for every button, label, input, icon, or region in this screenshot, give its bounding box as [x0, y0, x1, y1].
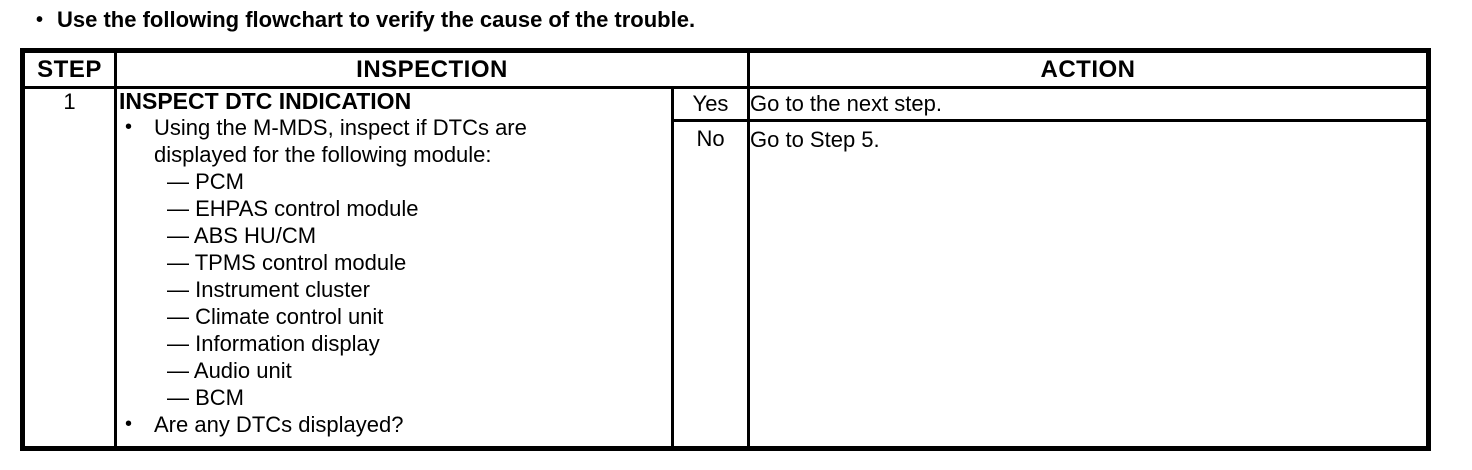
- header-inspection: INSPECTION: [114, 49, 750, 89]
- module-item: — EHPAS control module: [167, 196, 419, 221]
- bullet-item-text: Using the M-MDS, inspect if DTCs are dis…: [154, 115, 527, 167]
- header-step: STEP: [21, 49, 117, 89]
- inspection-question-item: • Are any DTCs displayed?: [117, 411, 671, 438]
- module-item: — Climate control unit: [167, 304, 384, 329]
- action-no-cell: Go to Step 5.: [747, 119, 1430, 450]
- inspection-cell: INSPECT DTC INDICATION • Using the M-MDS…: [114, 86, 674, 450]
- inspection-bullet-item: • Using the M-MDS, inspect if DTCs are d…: [117, 114, 671, 168]
- bullet-icon: •: [125, 116, 133, 138]
- bullet-icon: •: [36, 9, 44, 31]
- module-item: — Instrument cluster: [167, 277, 370, 302]
- module-item: — Information display: [167, 331, 380, 356]
- intro-line: • Use the following flowchart to verify …: [36, 6, 695, 34]
- inspection-title: INSPECT DTC INDICATION: [119, 88, 412, 114]
- module-item: — ABS HU/CM: [167, 223, 317, 248]
- module-list: — PCM — EHPAS control module — ABS HU/CM…: [117, 168, 671, 411]
- troubleshooting-table: STEP INSPECTION ACTION 1 INSPECT DTC IND…: [20, 48, 1431, 451]
- action-yes-cell: Go to the next step.: [747, 86, 1430, 122]
- table-row-no: No Go to Step 5.: [23, 119, 1430, 450]
- table-row-yes: 1 INSPECT DTC INDICATION • Using the M-M…: [21, 86, 1430, 450]
- step-number-cell: 1: [21, 86, 117, 450]
- header-action: ACTION: [747, 49, 1430, 89]
- bullet-icon: •: [125, 413, 133, 435]
- module-item: — PCM: [167, 169, 244, 194]
- table-header-row: STEP INSPECTION ACTION: [21, 49, 1430, 89]
- intro-text: Use the following flowchart to verify th…: [57, 7, 696, 32]
- module-item: — Audio unit: [167, 358, 292, 383]
- decision-yes-cell: Yes: [671, 86, 750, 122]
- module-item: — TPMS control module: [167, 250, 407, 275]
- module-item: — BCM: [167, 385, 244, 410]
- question-text: Are any DTCs displayed?: [154, 412, 404, 437]
- decision-no-cell: No: [671, 119, 750, 450]
